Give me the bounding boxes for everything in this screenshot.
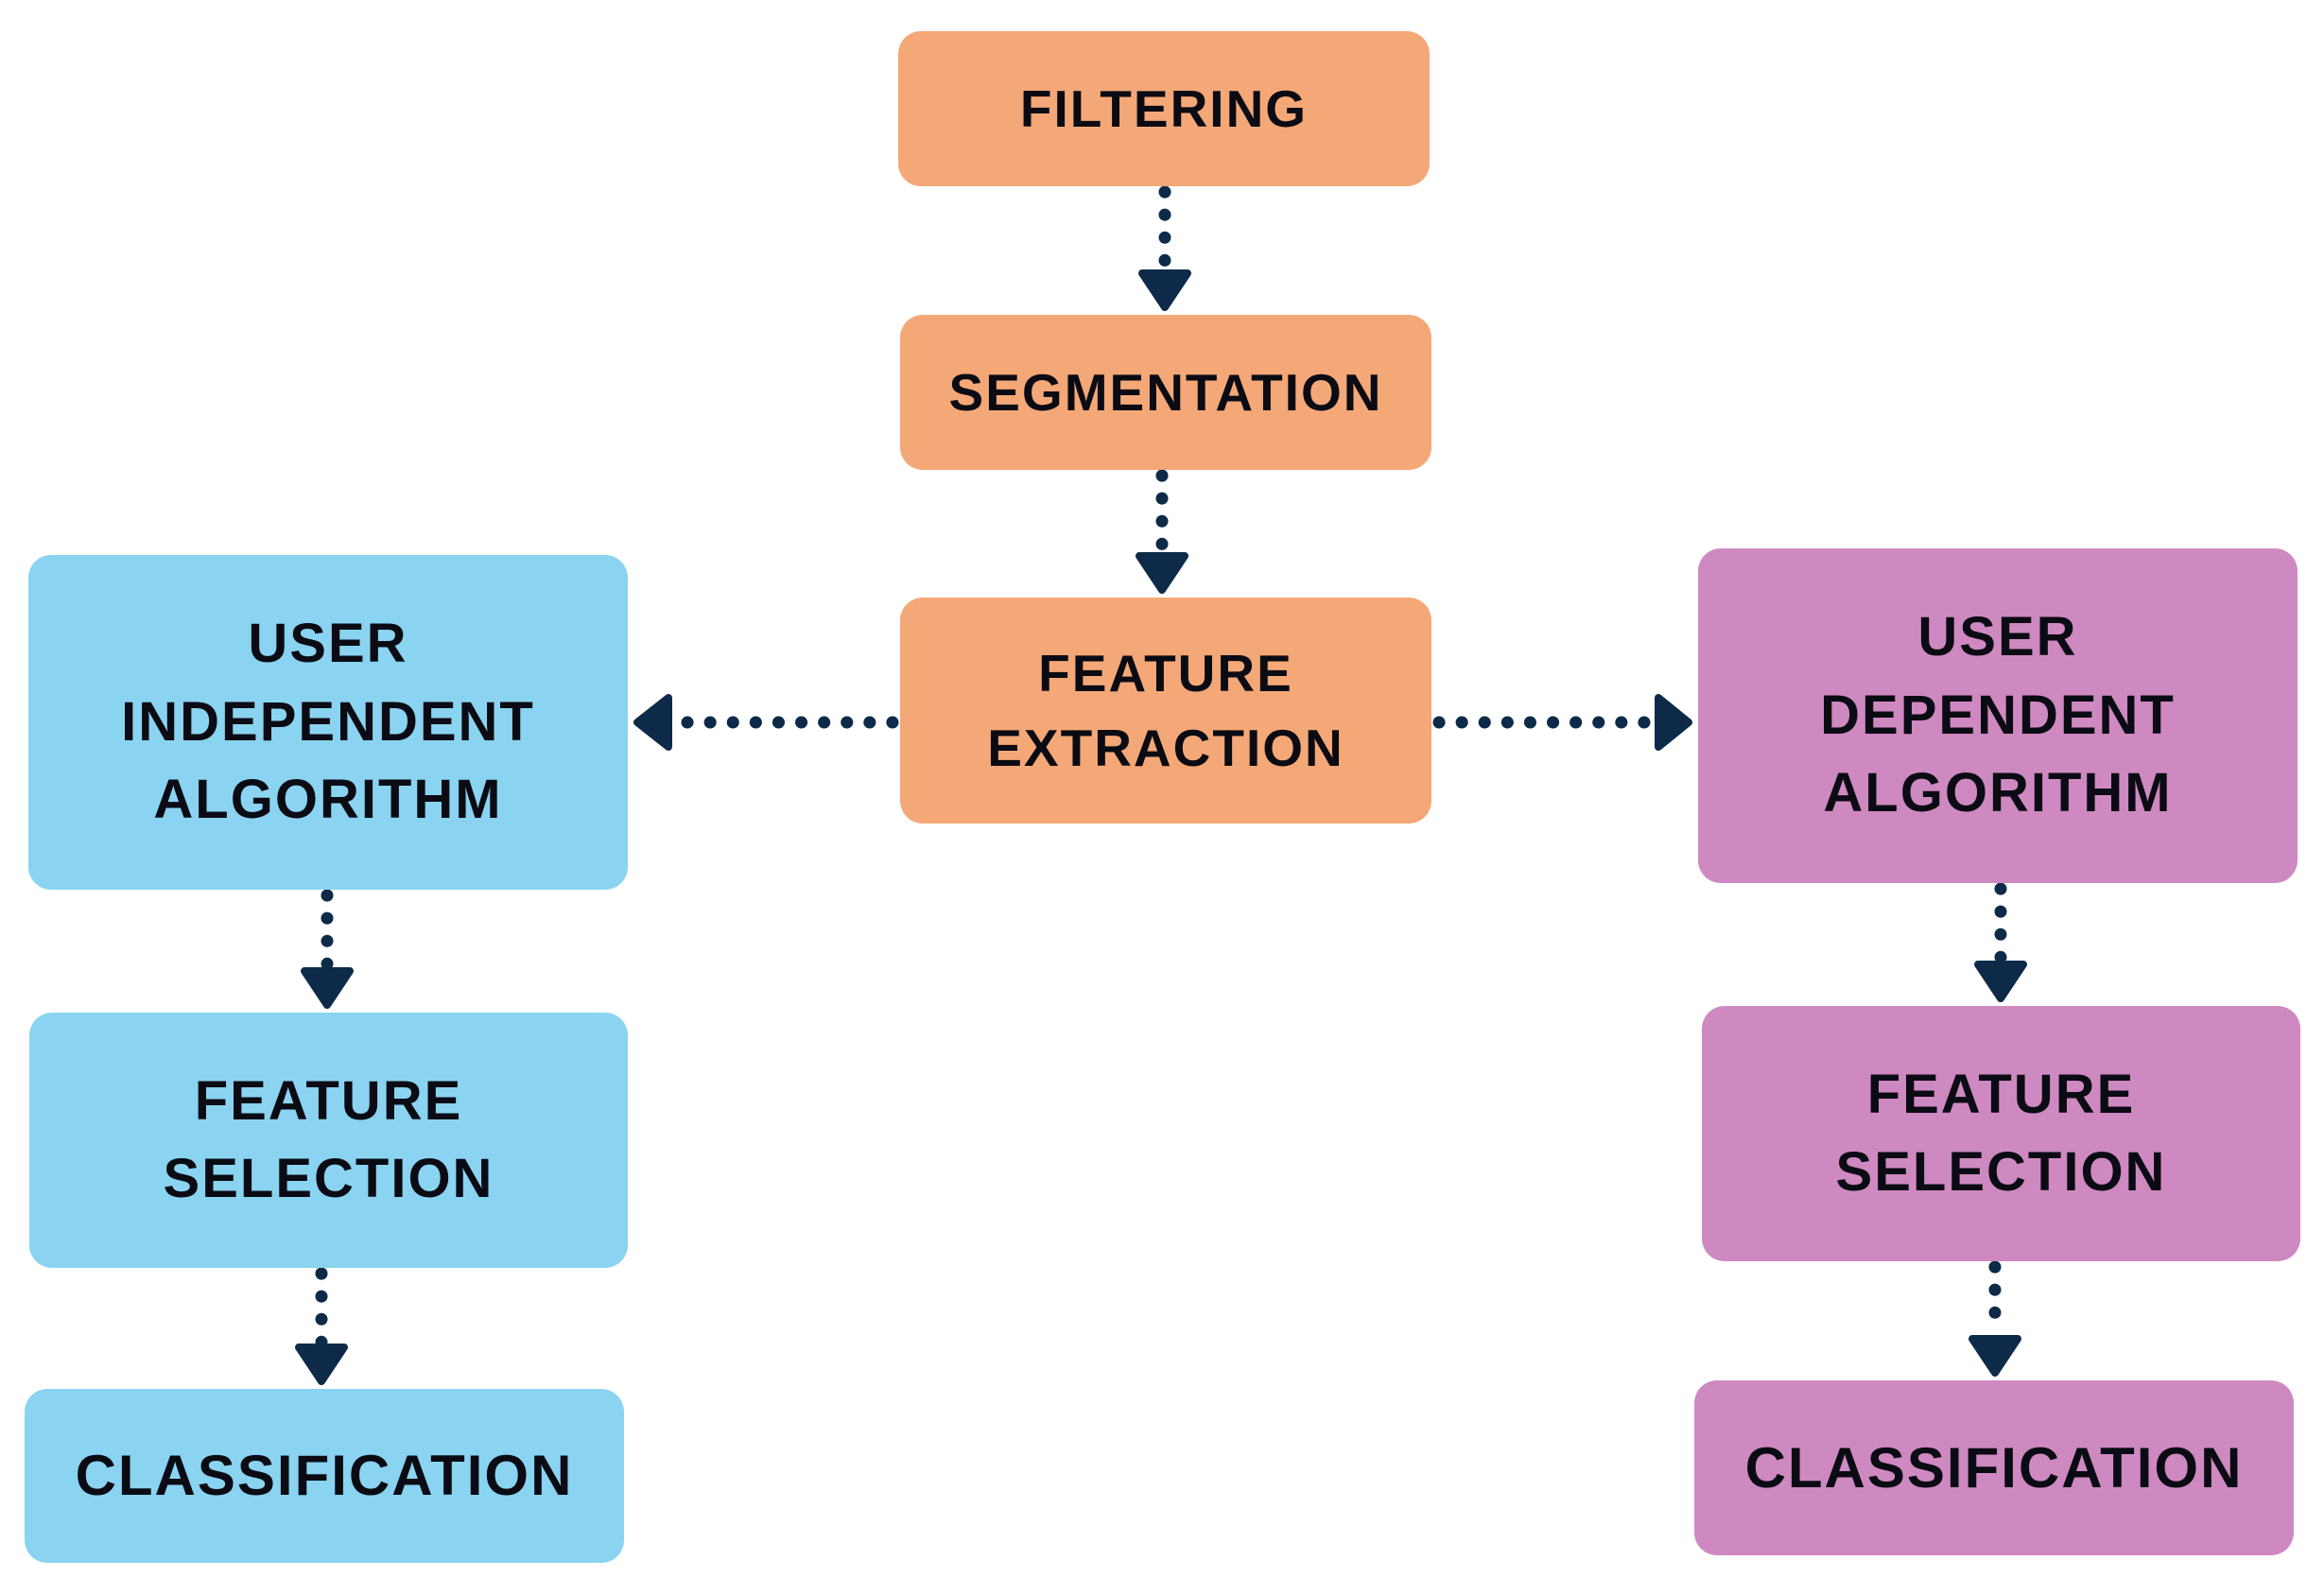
user-dependent-feature-selection-line-1: FEATURE	[1866, 1063, 2136, 1125]
filtering-label-line-1: FILTERING	[1019, 78, 1309, 138]
user-dependent-algorithm-label: USER DEPENDENT ALGORITHM	[1820, 598, 2176, 832]
user-independent-feature-selection-line-1: FEATURE	[194, 1069, 463, 1132]
user-dependent-algorithm-line-1: USER	[1917, 606, 2078, 668]
user-dependent-classification-line-1: CLASSIFICATION	[1744, 1435, 2244, 1500]
feature-extraction-label: FEATURE EXTRACTION	[987, 636, 1344, 784]
feature-extraction-label-line-2: EXTRACTION	[987, 718, 1344, 777]
user-dependent-classification-label: CLASSIFICATION	[1745, 1428, 2244, 1508]
feature-extraction-box: FEATURE EXTRACTION	[900, 598, 1431, 824]
user-independent-selection-to-classification-arrowhead	[295, 1344, 348, 1385]
user-independent-feature-selection-box: FEATURE SELECTION	[29, 1013, 628, 1268]
user-dependent-algo-to-selection-arrowhead	[1974, 961, 2027, 1002]
user-dependent-algorithm-line-2: DEPENDENT	[1820, 684, 2176, 746]
user-independent-algorithm-line-2: INDEPENDENT	[121, 690, 535, 753]
user-dependent-algorithm-box: USER DEPENDENT ALGORITHM	[1698, 548, 2298, 883]
user-dependent-algorithm-line-3: ALGORITHM	[1823, 762, 2173, 824]
user-independent-algorithm-label: USER INDEPENDENT ALGORITHM	[121, 605, 535, 839]
user-dependent-feature-selection-label: FEATURE SELECTION	[1836, 1056, 2167, 1212]
segmentation-box: SEGMENTATION	[900, 315, 1431, 470]
segmentation-label-line-1: SEGMENTATION	[948, 362, 1383, 422]
user-dependent-feature-selection-line-2: SELECTION	[1835, 1141, 2167, 1203]
user-dependent-classification-box: CLASSIFICATION	[1694, 1380, 2294, 1555]
user-dependent-selection-to-classification-arrowhead	[1968, 1335, 2021, 1377]
user-independent-classification-label: CLASSIFICATION	[76, 1435, 574, 1516]
user-dependent-feature-selection-box: FEATURE SELECTION	[1702, 1006, 2300, 1261]
user-independent-algorithm-line-1: USER	[248, 613, 408, 675]
user-independent-algo-to-selection-arrowhead	[301, 967, 354, 1009]
user-independent-classification-box: CLASSIFICATION	[25, 1389, 624, 1563]
filtering-to-segmentation-arrowhead	[1138, 269, 1191, 311]
user-independent-feature-selection-line-2: SELECTION	[163, 1148, 494, 1209]
user-independent-algorithm-line-3: ALGORITHM	[153, 769, 503, 831]
feature-extraction-label-line-1: FEATURE	[1038, 644, 1293, 703]
filtering-label: FILTERING	[1020, 72, 1308, 146]
user-independent-classification-line-1: CLASSIFICATION	[75, 1444, 574, 1508]
extraction-to-user-independent-arrowhead	[633, 694, 672, 751]
user-independent-algorithm-box: USER INDEPENDENT ALGORITHM	[28, 555, 628, 890]
filtering-box: FILTERING	[898, 31, 1430, 186]
user-independent-feature-selection-label: FEATURE SELECTION	[164, 1063, 494, 1219]
segmentation-to-extraction-arrowhead	[1136, 552, 1188, 594]
segmentation-label: SEGMENTATION	[949, 355, 1383, 429]
extraction-to-user-dependent-arrowhead	[1655, 694, 1692, 751]
